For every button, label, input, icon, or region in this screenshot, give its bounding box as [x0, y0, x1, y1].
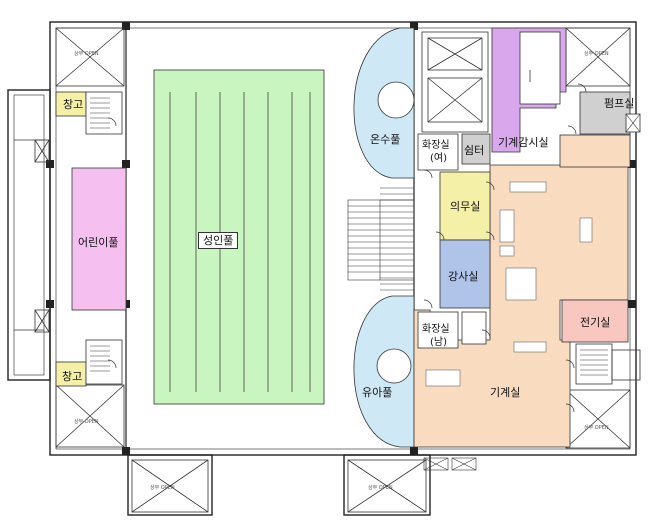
- outer-walls: [7, 21, 637, 516]
- label-open-top-right: 상부 OPEN: [584, 51, 609, 57]
- label-restroom-female-1: 화장실: [422, 140, 450, 151]
- warm-pool-inner: [377, 81, 415, 119]
- right-stairs: [575, 343, 641, 385]
- void-bottom-1: [131, 459, 209, 513]
- instructor-room: [439, 239, 491, 309]
- elevator-shaft: [421, 31, 489, 133]
- restroom-female: [417, 133, 459, 171]
- label-warm-pool: 온수풀: [370, 133, 401, 146]
- label-adult-pool: 성인풀: [198, 232, 239, 249]
- void-top-left: [55, 27, 125, 87]
- restroom-male: [417, 311, 459, 349]
- label-storage-top: 창고: [63, 98, 84, 111]
- label-kids-pool: 어린이풀: [78, 236, 119, 249]
- label-machine-room: 기계실: [490, 386, 521, 399]
- left-strip: [14, 139, 50, 333]
- label-medical-room: 의무실: [450, 200, 481, 213]
- label-restroom-male-1: 화장실: [422, 324, 450, 335]
- void-bottom-left: [55, 384, 125, 448]
- storage-bottom: [55, 339, 123, 387]
- label-open-bottom-left: 상부 OPEN: [74, 419, 99, 425]
- void-bottom-2: [347, 459, 427, 513]
- machine-equipment: [425, 181, 593, 387]
- label-open-bottom-2: 상부 OPEN: [368, 485, 393, 491]
- electrical-room: [561, 299, 629, 343]
- medical-room: [439, 171, 491, 241]
- label-open-top-left: 상부 OPEN: [74, 51, 99, 57]
- label-pump-room: 펌프실: [604, 97, 635, 110]
- label-rest-area: 쉼터: [464, 144, 485, 157]
- label-open-bottom-1: 상부 OPEN: [150, 485, 175, 491]
- rest-area: [461, 133, 491, 165]
- storage-top: [55, 91, 123, 135]
- label-open-right-bottom: 상부 OPEN: [584, 425, 609, 431]
- label-infant-pool: 유아풀: [362, 386, 393, 399]
- adult-pool: [153, 69, 325, 405]
- void-right-bottom: [565, 389, 631, 449]
- kids-pool: [71, 167, 127, 311]
- label-storage-bottom: 창고: [62, 370, 83, 383]
- pump-room: [579, 91, 631, 135]
- doors: [107, 83, 587, 413]
- bottom-vents: [423, 457, 477, 471]
- monitor-cabinet: [519, 31, 561, 105]
- central-stairs: [347, 187, 415, 291]
- label-restroom-male-2: (남): [430, 337, 448, 348]
- infant-pool-inner: [376, 348, 412, 384]
- label-machine-monitor-room: 기계감시실: [498, 136, 549, 149]
- machine-room-top: [559, 134, 631, 168]
- void-top-right: [565, 27, 631, 87]
- label-instructor-room: 강사실: [448, 270, 479, 283]
- label-restroom-female-2: (여): [430, 153, 448, 164]
- label-electrical-room: 전기실: [580, 316, 611, 329]
